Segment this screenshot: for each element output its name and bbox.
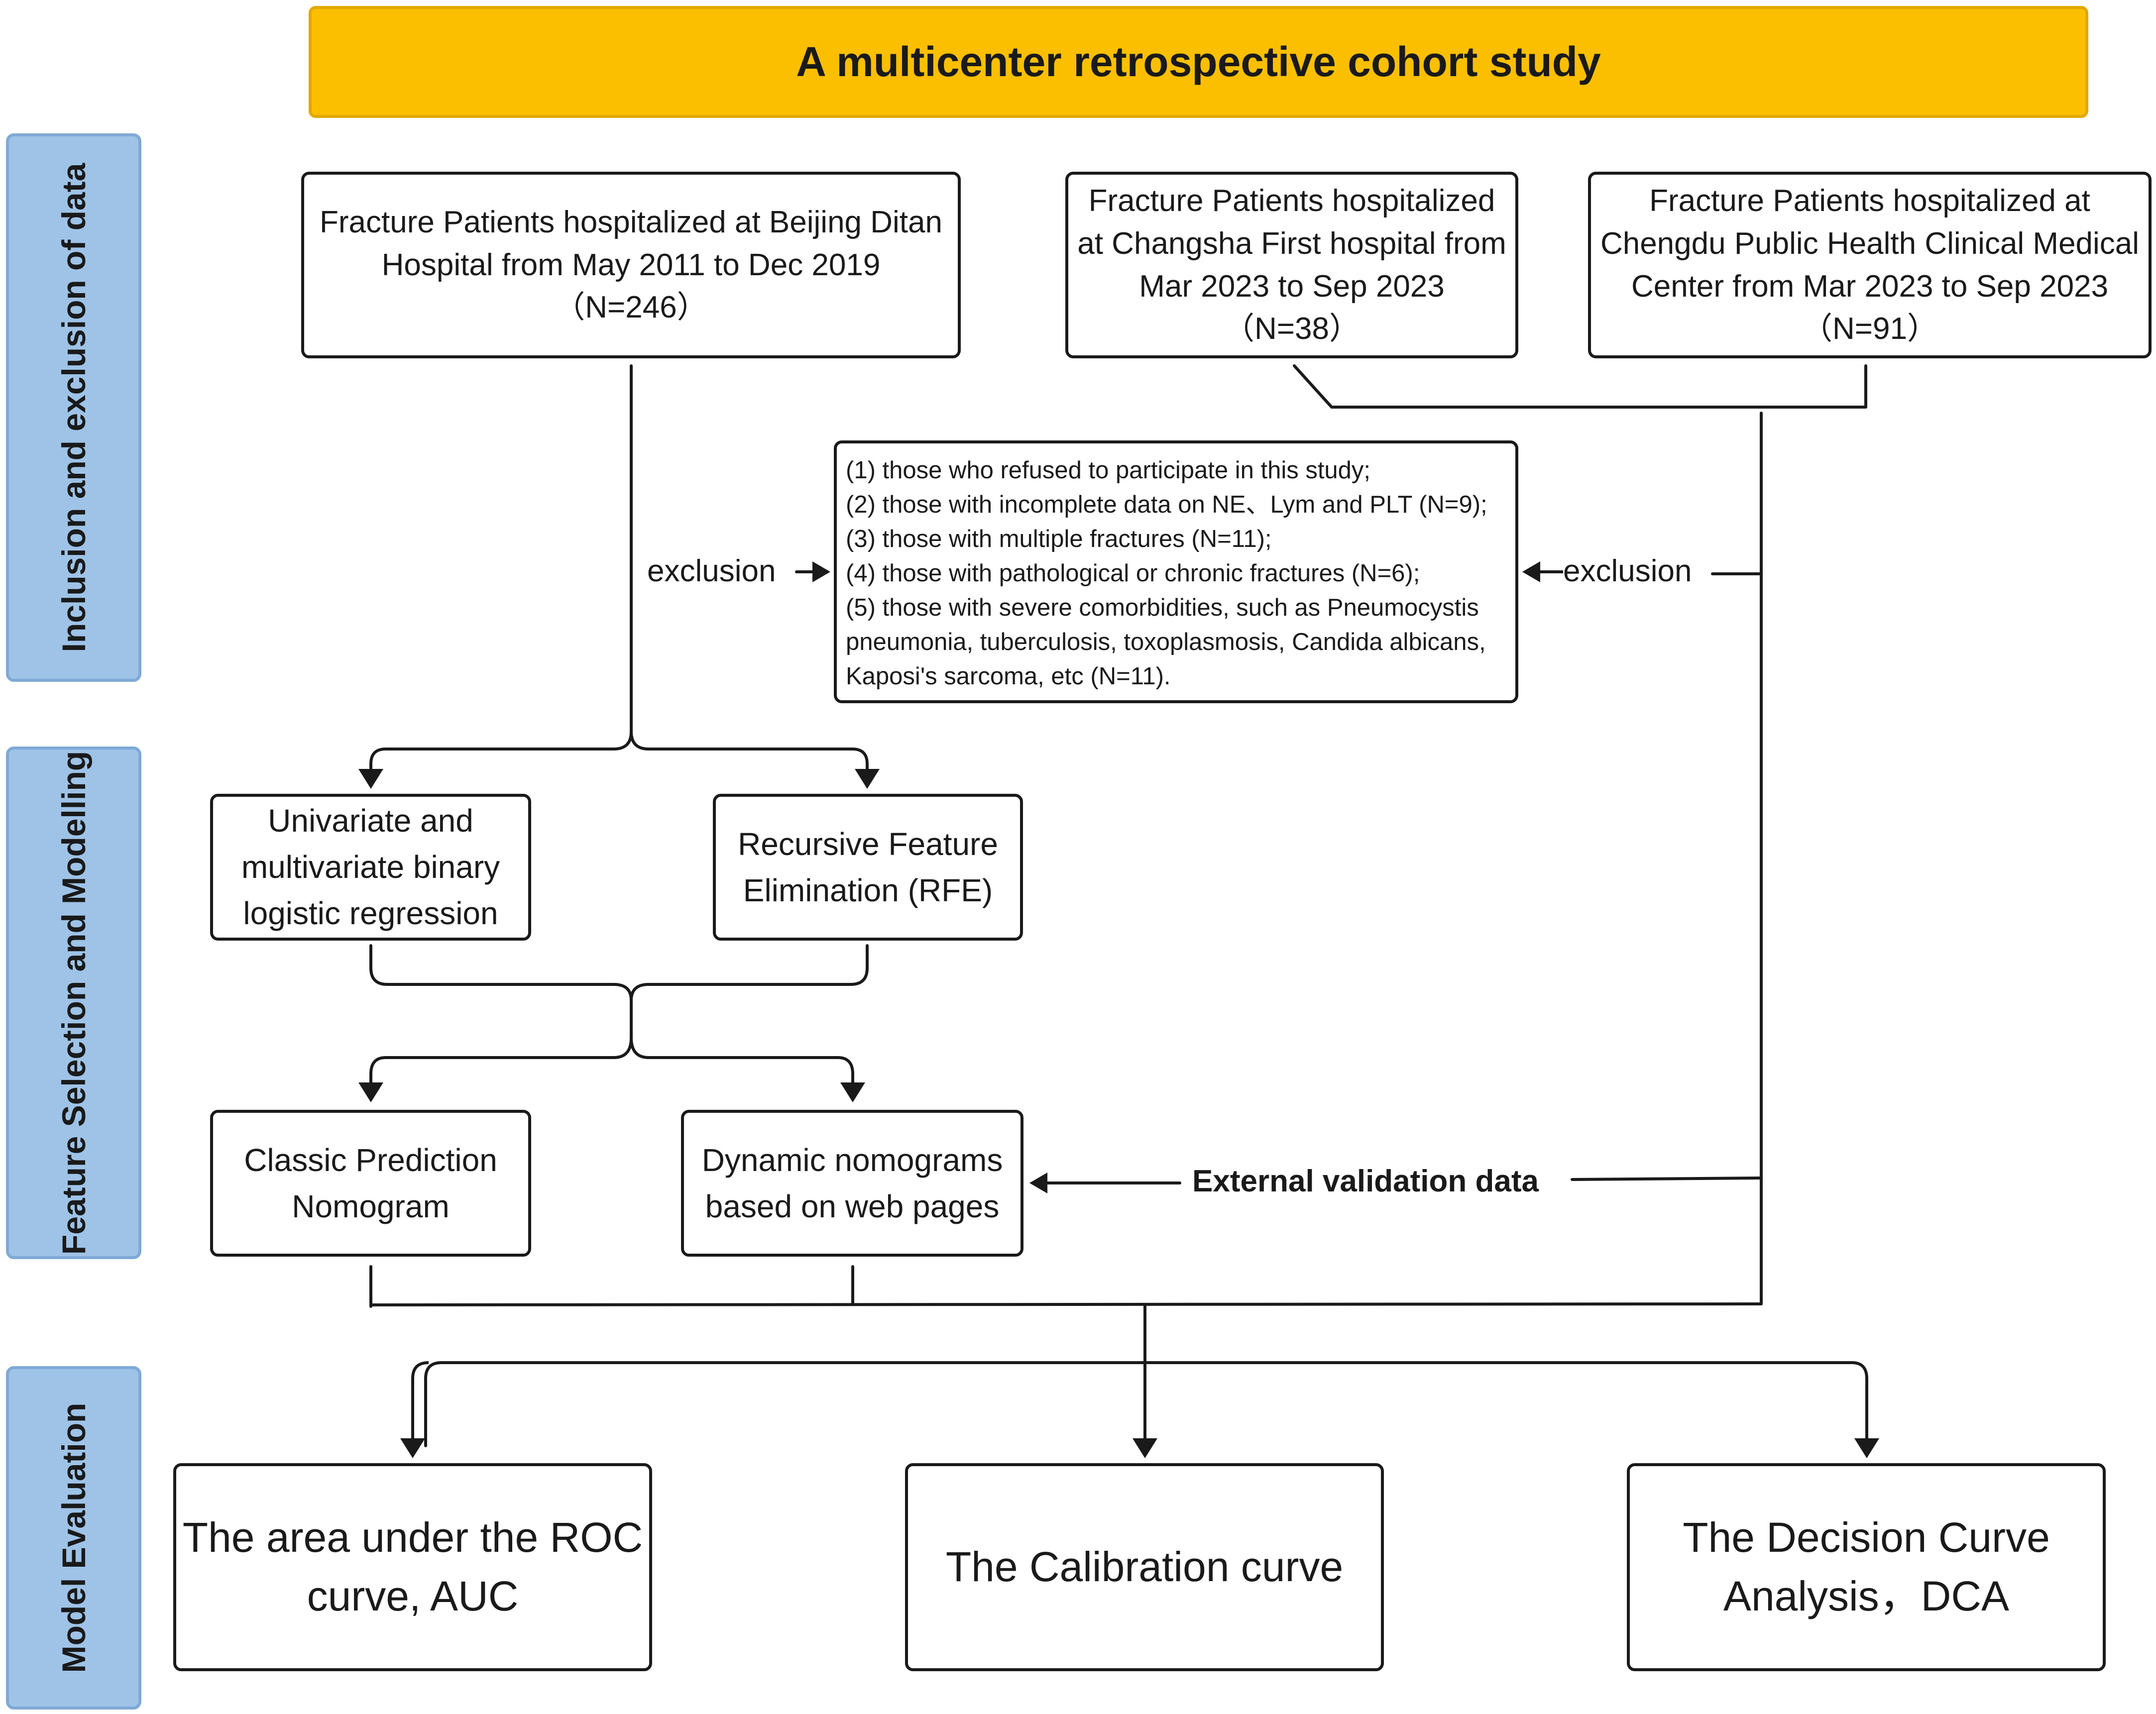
feature-box-logistic-regression: Univariate and multivariate binary logis…: [210, 794, 531, 941]
model-dynamic-line-2: based on web pages: [705, 1188, 1000, 1224]
external-validation-line-right: [1571, 1177, 1763, 1181]
source-beijing-line-1: Fracture Patients hospitalized at Beijin…: [320, 205, 942, 240]
study-title-banner: A multicenter retrospective cohort study: [309, 6, 2088, 118]
merge-to-classic: [369, 1036, 633, 1091]
evaluation-box-auc: The area under the ROC curve, AUC: [173, 1463, 652, 1671]
source-box-beijing: Fracture Patients hospitalized at Beijin…: [301, 172, 961, 358]
source-chengdu-line-1: Fracture Patients hospitalized at: [1649, 184, 2090, 218]
section-tab-inclusion: Inclusion and exclusion of data: [6, 133, 141, 682]
exclusion-criterion-3: (3) those with multiple fractures (N=11)…: [846, 526, 1272, 553]
feature-rfe-line-1: Recursive Feature: [738, 826, 998, 862]
univariate-down: [369, 944, 633, 1039]
exclusion-label-left: exclusion: [647, 554, 776, 588]
arrowhead-calibration: [1133, 1438, 1157, 1458]
split-to-univariate: [369, 730, 633, 778]
exclusion-criterion-1: (1) those who refused to participate in …: [846, 457, 1371, 484]
evaluation-box-dca: The Decision Curve Analysis，DCA: [1627, 1463, 2106, 1671]
source-box-chengdu: Fracture Patients hospitalized at Chengd…: [1588, 172, 2152, 358]
changsha-merge-line: [1293, 364, 1867, 409]
feature-rfe-line-2: Elimination (RFE): [743, 872, 993, 908]
rfe-down: [630, 944, 869, 1002]
model-classic-line-2: Nomogram: [292, 1188, 450, 1224]
evaluation-auc-line-1: The area under the ROC: [182, 1514, 643, 1561]
external-validation-label: External validation data: [1192, 1164, 1539, 1198]
exclusion-criterion-2: (2) those with incomplete data on NE、Lym…: [846, 491, 1487, 519]
arrowhead-exclusion-left: [812, 561, 830, 582]
arrowhead-dca: [1854, 1438, 1879, 1458]
source-chengdu-line-3: Center from Mar 2023 to Sep 2023: [1631, 269, 2109, 304]
exclusion-criterion-5: (5) those with severe comorbidities, suc…: [846, 594, 1479, 622]
evaluation-dca-line-1: The Decision Curve: [1683, 1514, 2050, 1561]
merge-to-dynamic: [630, 1036, 854, 1091]
evaluation-box-calibration: The Calibration curve: [905, 1463, 1384, 1671]
source-changsha-line-1: Fracture Patients hospitalized: [1088, 184, 1495, 218]
section-tab-feature-selection: Feature Selection and Modelling: [6, 747, 141, 1259]
source-beijing-line-3: （N=246）: [554, 290, 708, 325]
arrowhead-rfe: [855, 769, 880, 789]
evaluation-auc-line-2: curve, AUC: [307, 1573, 519, 1619]
arrowhead-exclusion-right: [1522, 561, 1540, 582]
section-label-inclusion: Inclusion and exclusion of data: [55, 163, 92, 652]
source-changsha-line-3: Mar 2023 to Sep 2023: [1139, 269, 1445, 304]
feature-logistic-line-1: Univariate and: [268, 803, 473, 839]
model-box-classic-nomogram: Classic Prediction Nomogram: [210, 1110, 531, 1257]
split-to-rfe: [630, 730, 869, 778]
section-label-model-evaluation: Model Evaluation: [55, 1402, 92, 1673]
source-changsha-line-4: （N=38）: [1224, 312, 1360, 346]
feature-logistic-line-2: multivariate binary: [241, 849, 500, 885]
exclusion-criterion-6: pneumonia, tuberculosis, toxoplasmosis, …: [846, 629, 1486, 656]
model-box-dynamic-nomogram: Dynamic nomograms based on web pages: [681, 1110, 1023, 1257]
arrowhead-auc: [400, 1438, 425, 1458]
evaluation-bus: [369, 1302, 1763, 1306]
exclusion-criteria-box: (1) those who refused to participate in …: [834, 440, 1518, 703]
arrowhead-dynamic: [840, 1082, 865, 1102]
evaluation-calibration-line-1: The Calibration curve: [945, 1543, 1344, 1591]
model-dynamic-line-1: Dynamic nomograms: [701, 1142, 1003, 1178]
source-chengdu-line-4: （N=91）: [1802, 312, 1938, 346]
model-classic-line-1: Classic Prediction: [244, 1142, 497, 1178]
source-chengdu-line-2: Chengdu Public Health Clinical Medical: [1600, 226, 2140, 261]
exclusion-criterion-7: Kaposi's sarcoma, etc (N=11).: [846, 663, 1171, 690]
source-box-changsha: Fracture Patients hospitalized at Changs…: [1065, 172, 1518, 358]
study-title: A multicenter retrospective cohort study: [796, 38, 1601, 85]
source-changsha-line-2: at Changsha First hospital from: [1077, 226, 1506, 261]
bus-to-sides: [424, 1361, 1868, 1447]
arrowhead-classic: [358, 1082, 383, 1102]
evaluation-dca-line-2: Analysis，DCA: [1723, 1573, 2010, 1619]
section-tab-model-evaluation: Model Evaluation: [6, 1366, 141, 1710]
section-label-feature-selection: Feature Selection and Modelling: [55, 750, 92, 1255]
exclusion-criterion-4: (4) those with pathological or chronic f…: [846, 560, 1420, 587]
arrowhead-univariate: [358, 769, 383, 789]
source-beijing-line-2: Hospital from May 2011 to Dec 2019: [381, 247, 881, 282]
feature-box-rfe: Recursive Feature Elimination (RFE): [713, 794, 1023, 941]
exclusion-label-right: exclusion: [1563, 554, 1692, 588]
feature-logistic-line-3: logistic regression: [243, 895, 498, 931]
